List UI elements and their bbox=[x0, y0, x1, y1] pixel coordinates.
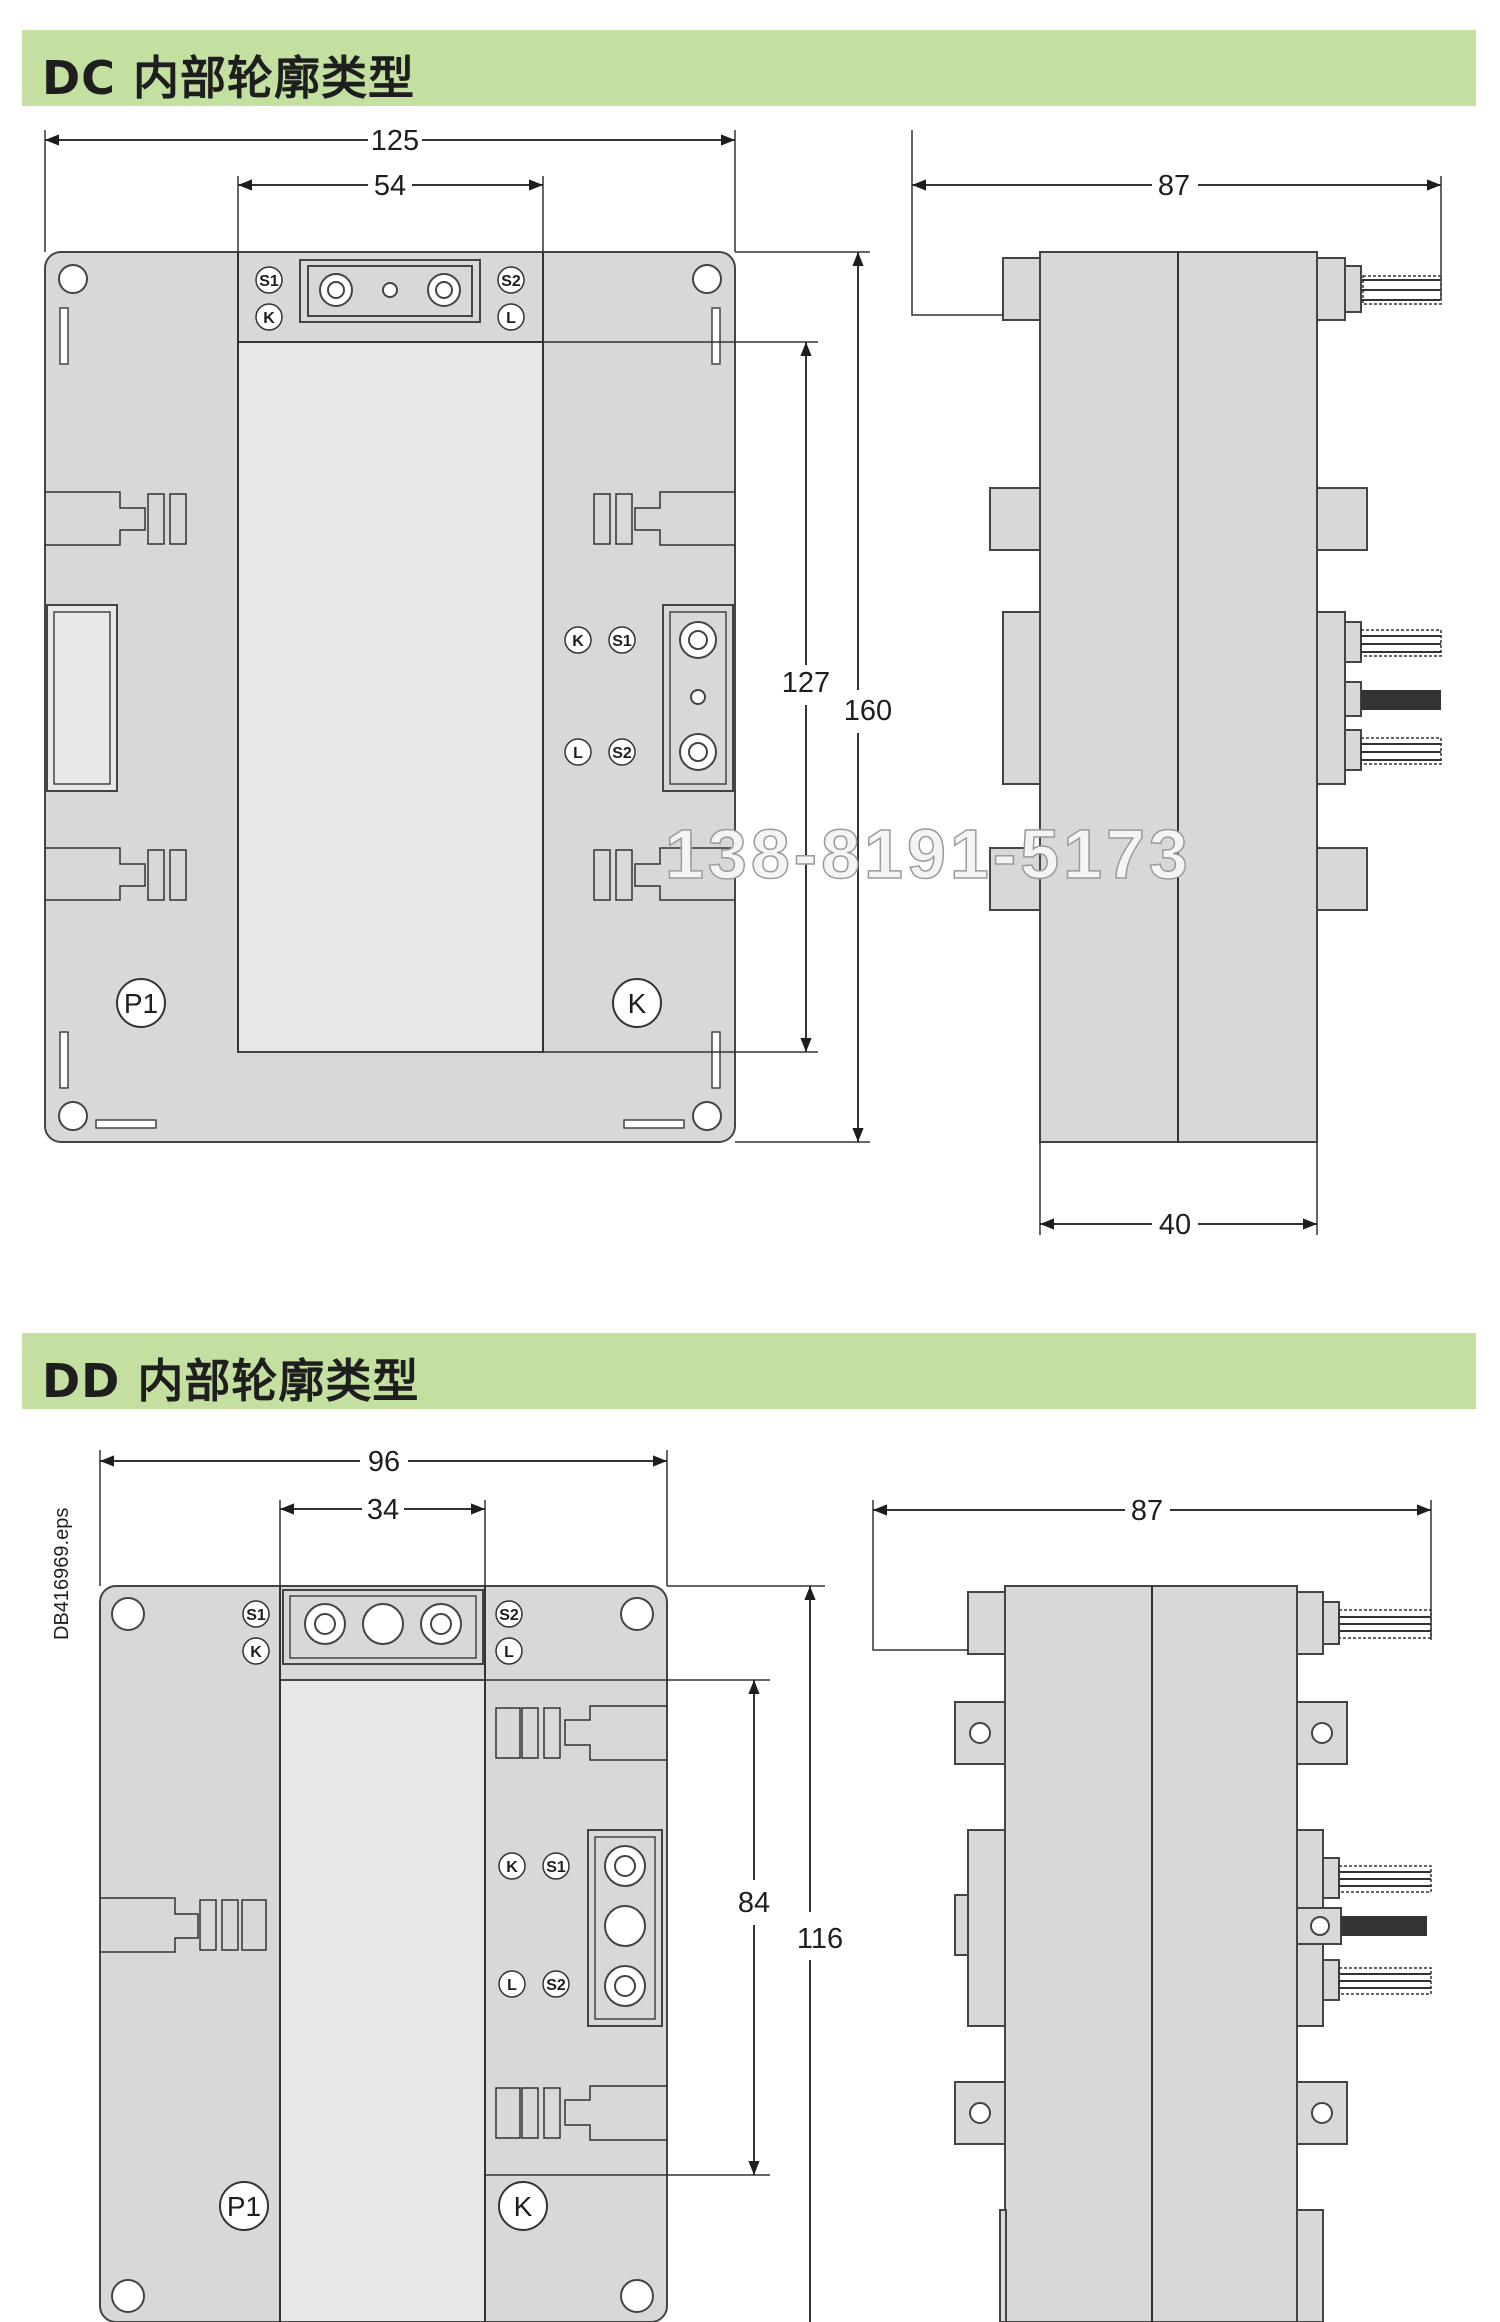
section-title: DC 内部轮廓类型 bbox=[42, 51, 415, 105]
dim-window-height: 127 bbox=[782, 667, 830, 699]
dc-primary-window bbox=[237, 341, 544, 1053]
terminal-label-s2: S2 bbox=[546, 1977, 566, 1994]
primary-label-k: K bbox=[628, 988, 647, 1019]
terminal-label-l: L bbox=[504, 1644, 514, 1661]
terminal-label-l: L bbox=[506, 310, 516, 327]
dd-side-view: 87 bbox=[872, 1495, 1432, 2322]
section-title: DD 内部轮廓类型 bbox=[42, 1354, 420, 1408]
primary-label-p1: P1 bbox=[227, 2191, 261, 2222]
terminal-label-s2: S2 bbox=[612, 745, 632, 762]
primary-label-p1: P1 bbox=[124, 988, 158, 1019]
dim-side-width: 87 bbox=[1158, 170, 1190, 202]
dim-window-width: 54 bbox=[374, 170, 406, 202]
dd-primary-window bbox=[279, 1679, 486, 2322]
terminal-label-s1: S1 bbox=[246, 1607, 266, 1624]
dim-window-width: 34 bbox=[367, 1494, 399, 1526]
terminal-label-s1: S1 bbox=[546, 1859, 566, 1876]
dim-overall-height: 116 bbox=[797, 1923, 843, 1955]
dc-front-view: S1 K S2 L bbox=[44, 251, 736, 1143]
terminal-label-l: L bbox=[507, 1977, 517, 1994]
terminal-label-k: K bbox=[506, 1859, 518, 1876]
primary-label-k: K bbox=[514, 2191, 533, 2222]
dd-dimensions: 96 34 84 116 bbox=[99, 1446, 843, 2322]
dim-side-depth: 40 bbox=[1159, 1209, 1191, 1241]
terminal-label-s1: S1 bbox=[259, 273, 279, 290]
terminal-label-s2: S2 bbox=[499, 1607, 519, 1624]
dc-side-view: 87 40 bbox=[911, 130, 1442, 1241]
dim-overall-height: 160 bbox=[844, 695, 892, 727]
terminal-label-l: L bbox=[573, 745, 583, 762]
terminal-label-s2: S2 bbox=[501, 273, 521, 290]
dim-overall-width: 96 bbox=[368, 1446, 400, 1478]
terminal-label-k: K bbox=[263, 310, 275, 327]
dc-dimensions: 125 54 127 160 bbox=[44, 125, 892, 1143]
dim-overall-width: 125 bbox=[371, 125, 419, 157]
dim-side-width: 87 bbox=[1131, 1495, 1163, 1527]
terminal-label-k: K bbox=[250, 1644, 262, 1661]
file-code-label: DB416969.eps bbox=[51, 1508, 73, 1640]
watermark-phone: 138-8191-5173 bbox=[665, 815, 1192, 893]
section-header-dc: DC 内部轮廓类型 bbox=[22, 30, 1476, 106]
section-header-dd: DD 内部轮廓类型 bbox=[22, 1333, 1476, 1409]
terminal-label-s1: S1 bbox=[612, 633, 632, 650]
terminal-label-k: K bbox=[572, 633, 584, 650]
dd-front-view: S1 K S2 L K S1 L S2 P1 bbox=[99, 1585, 668, 2322]
dim-window-height: 84 bbox=[738, 1887, 770, 1919]
